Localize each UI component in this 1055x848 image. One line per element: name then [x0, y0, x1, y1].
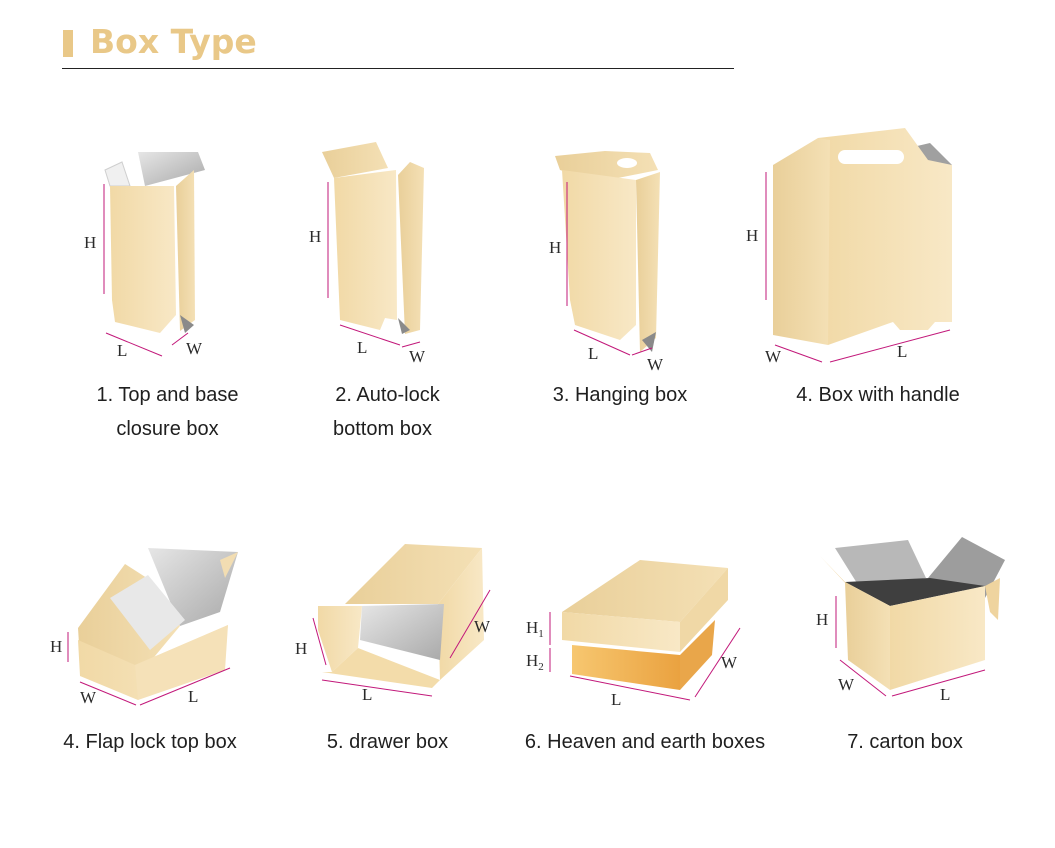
- box-1-caption-line1: 1. Top and base: [96, 384, 239, 406]
- box-4-h-label: H: [746, 226, 758, 245]
- box-6-illustration: H L W: [295, 544, 491, 704]
- box-5-caption-line1: 4. Flap lock top box: [63, 731, 237, 753]
- box-5-h-label: H: [50, 637, 62, 656]
- box-8-caption-line1: 7. carton box: [847, 731, 963, 753]
- box-7-caption: 6. Heaven and earth boxes: [505, 725, 785, 759]
- box-1-w-label: W: [186, 339, 203, 358]
- box-6-caption: 5. drawer box: [305, 725, 470, 759]
- box-1-illustration: H L W: [84, 152, 205, 360]
- box-3-caption: 3. Hanging box: [530, 378, 710, 412]
- box-2-h-label: H: [309, 227, 321, 246]
- box-2-w-label: W: [409, 347, 426, 366]
- box-7-w-label: W: [721, 653, 738, 672]
- box-4-l-label: L: [897, 342, 907, 361]
- box-7-h1-label: H1: [526, 618, 544, 640]
- box-6-l-label: L: [362, 685, 372, 704]
- box-5-illustration: H W L: [50, 548, 238, 707]
- box-4-caption-line1: 4. Box with handle: [796, 384, 960, 406]
- box-1-h-label: H: [84, 233, 96, 252]
- box-2-caption-line1: 2. Auto-lock: [335, 384, 440, 406]
- box-8-caption: 7. carton box: [820, 725, 990, 759]
- box-8-illustration: H W L: [816, 537, 1005, 704]
- box-3-h-label: H: [549, 238, 561, 257]
- box-1-caption-line2: closure box: [116, 418, 219, 440]
- page-title: Box Type: [90, 22, 257, 61]
- box-6-caption-line1: 5. drawer box: [326, 731, 449, 753]
- box-1-caption: 1. Top and base closure box: [80, 378, 255, 446]
- box-5-l-label: L: [188, 687, 198, 706]
- title-accent-bar: [63, 30, 73, 57]
- title-divider: [62, 68, 734, 69]
- box-8-l-label: L: [940, 685, 950, 704]
- box-2-l-label: L: [357, 338, 367, 357]
- box-6-w-label: W: [474, 617, 491, 636]
- box-7-h2-label: H2: [526, 651, 544, 673]
- box-7-caption-line1: 6. Heaven and earth boxes: [524, 731, 766, 753]
- box-8-w-label: W: [838, 675, 855, 694]
- box-4-illustration: H W L: [746, 128, 952, 366]
- box-2-caption-line2: bottom box: [333, 418, 432, 440]
- box-5-caption: 4. Flap lock top box: [45, 725, 255, 759]
- box-2-caption: 2. Auto-lock bottom box: [315, 378, 460, 446]
- box-2-illustration: H L W: [309, 142, 426, 366]
- box-3-illustration: H L W: [549, 151, 664, 374]
- box-3-w-label: W: [647, 355, 664, 374]
- box-7-l-label: L: [611, 690, 621, 709]
- box-7-illustration: H1 H2 L W: [526, 560, 741, 709]
- box-8-h-label: H: [816, 610, 828, 629]
- box-4-caption: 4. Box with handle: [778, 378, 978, 412]
- box-3-caption-line1: 3. Hanging box: [552, 384, 688, 406]
- box-3-l-label: L: [588, 344, 598, 363]
- box-1-l-label: L: [117, 341, 127, 360]
- box-5-w-label: W: [80, 688, 97, 707]
- box-6-h-label: H: [295, 639, 307, 658]
- box-4-w-label: W: [765, 347, 782, 366]
